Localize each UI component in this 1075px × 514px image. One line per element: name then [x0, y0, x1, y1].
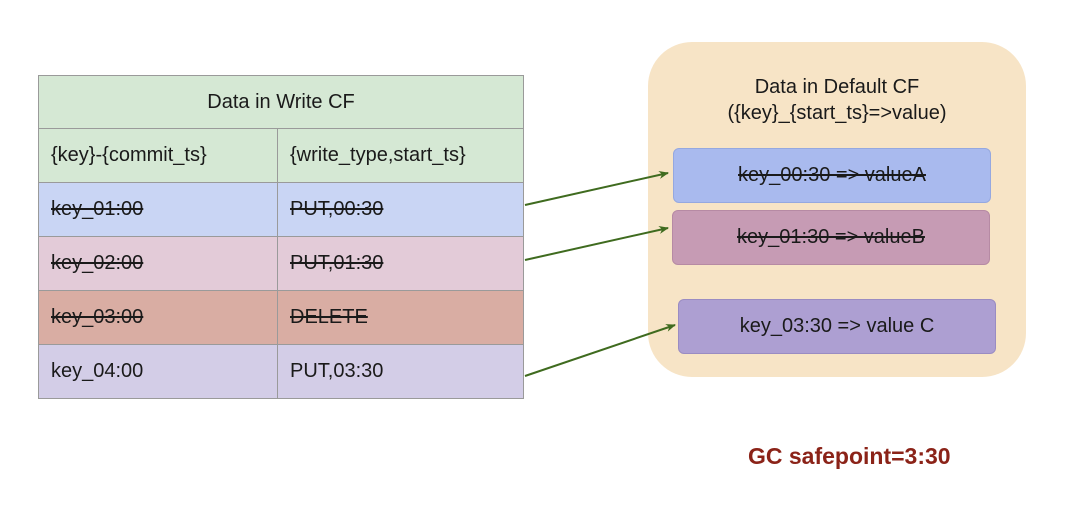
default-cf-title-line2: ({key}_{start_ts}=>value) [727, 102, 947, 124]
row-value: DELETE [276, 290, 525, 345]
write-cf-header-row: {key}-{commit_ts} {write_type,start_ts} [38, 128, 525, 183]
write-cf-table: Data in Write CF {key}-{commit_ts} {writ… [37, 75, 525, 399]
row-key: key_04:00 [38, 344, 278, 399]
table-row: key_04:00 PUT,03:30 [38, 344, 525, 399]
gc-safepoint-label: GC safepoint=3:30 [748, 443, 951, 469]
row-key: key_01:00 [38, 182, 278, 237]
default-cf-entry: key_01:30 => valueB [672, 210, 990, 265]
row-key: key_02:00 [38, 236, 278, 291]
arrow-row2-to-valueB [524, 226, 669, 261]
table-row: key_03:00 DELETE [38, 290, 525, 345]
default-cf-entry: key_00:30 => valueA [673, 148, 991, 203]
row-value: PUT,03:30 [276, 344, 525, 399]
table-row: key_01:00 PUT,00:30 [38, 182, 525, 237]
table-row: key_02:00 PUT,01:30 [38, 236, 525, 291]
arrow-row4-to-valueC [524, 324, 676, 377]
row-value: PUT,00:30 [276, 182, 525, 237]
row-key: key_03:00 [38, 290, 278, 345]
default-cf-title-line1: Data in Default CF [754, 76, 920, 98]
write-cf-title-row: Data in Write CF [37, 75, 525, 129]
default-cf-entry: key_03:30 => value C [678, 299, 996, 354]
write-cf-table-container: Data in Write CF {key}-{commit_ts} {writ… [37, 75, 525, 399]
write-cf-title: Data in Write CF [37, 75, 525, 129]
row-value: PUT,01:30 [276, 236, 525, 291]
arrow-row1-to-valueA [524, 171, 669, 206]
default-cf-title: Data in Default CF ({key}_{start_ts}=>va… [648, 74, 1026, 126]
